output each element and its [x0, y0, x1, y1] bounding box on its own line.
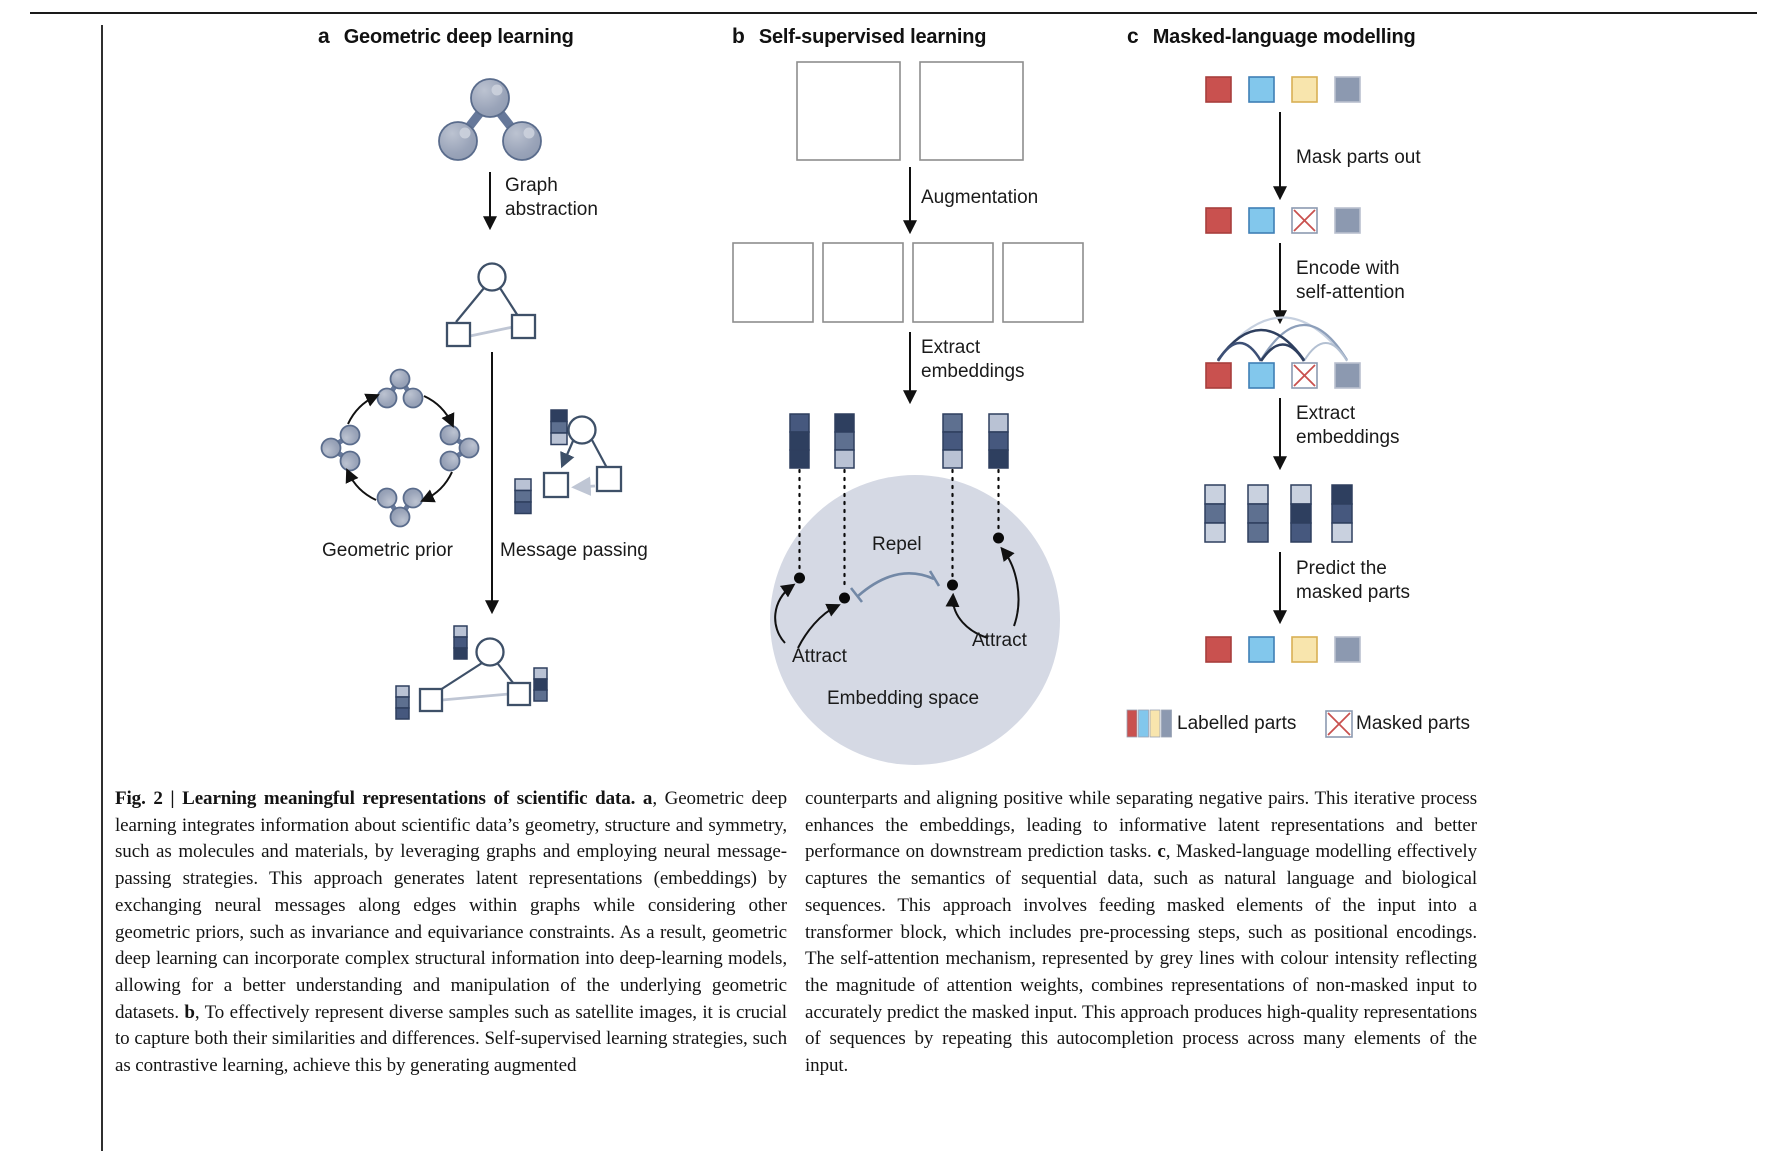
legend-labelled-parts: Labelled parts	[1177, 713, 1297, 734]
message-passing-graph	[514, 409, 623, 515]
repel-arc	[849, 570, 941, 603]
caption-fig-label: Fig. 2 | Learning meaningful representat…	[115, 788, 643, 809]
embedding-bar	[514, 478, 532, 515]
embedding-points	[794, 532, 1004, 604]
abstract-graph	[445, 262, 537, 348]
embedding-bar	[453, 625, 468, 660]
caption-c-marker: c	[1157, 841, 1166, 863]
embedding-bar	[1290, 484, 1312, 543]
label-encode-self-attention: Encode with self-attention	[1296, 258, 1405, 303]
embedding-bar	[1247, 484, 1269, 543]
panel-c-title-text: Masked-language modelling	[1152, 26, 1416, 48]
embedding-bar	[395, 685, 410, 720]
panel-b-tag: b	[732, 25, 745, 48]
label-predict-masked-parts: Predict the masked parts	[1296, 558, 1411, 603]
label-repel: Repel	[872, 534, 922, 555]
embedding-bar	[550, 409, 568, 446]
self-attention-arcs	[1216, 316, 1348, 362]
embedding-bar	[988, 413, 1009, 469]
caption-b-marker: b	[184, 1001, 195, 1023]
label-extract-embeddings-c: Extract embeddings	[1296, 403, 1400, 448]
caption-b-continued: counterparts and aligning positive while…	[805, 788, 1477, 863]
augmented-image-1	[732, 242, 814, 323]
panel-a-title-text: Geometric deep learning	[343, 26, 574, 48]
augmented-image-2	[822, 242, 904, 323]
augmented-image-3	[912, 242, 994, 323]
token-row-attention	[1205, 362, 1361, 389]
label-graph-abstraction: Graph abstraction	[505, 175, 598, 220]
panel-a-tag: a	[318, 25, 330, 48]
margin-rule	[101, 25, 103, 1151]
label-embedding-space: Embedding space	[827, 688, 980, 709]
attract-arrows-right	[945, 546, 1020, 639]
caption-b-text: , To effectively represent diverse sampl…	[115, 1001, 787, 1077]
top-rule	[30, 12, 1757, 15]
augmented-image-4	[1002, 242, 1084, 323]
label-mask-parts-out: Mask parts out	[1296, 147, 1421, 168]
labelled-parts-icon	[1126, 709, 1172, 738]
label-attract-left: Attract	[792, 646, 847, 667]
attract-arrows-left	[774, 583, 841, 649]
label-attract-right: Attract	[972, 630, 1027, 651]
satellite-image-europe	[796, 61, 901, 161]
embedding-bar	[789, 413, 810, 469]
label-geometric-prior: Geometric prior	[322, 540, 453, 561]
embedding-bar	[942, 413, 963, 469]
geometric-prior-cycle	[322, 370, 479, 527]
embedded-graph	[395, 625, 548, 720]
panel-b-title: b Self-supervised learning	[732, 25, 987, 49]
molecule-icon	[438, 78, 542, 161]
token-row-masked	[1205, 207, 1361, 234]
embedding-space-circle	[770, 475, 1060, 765]
masked-token	[1291, 207, 1318, 234]
caption-a-marker: a	[642, 788, 653, 809]
embedding-bar	[1204, 484, 1226, 543]
embedding-bar	[834, 413, 855, 469]
label-extract-embeddings-b: Extract embeddings	[921, 337, 1025, 382]
label-message-passing: Message passing	[500, 540, 648, 561]
legend-masked-parts: Masked parts	[1356, 713, 1471, 734]
masked-parts-icon	[1325, 710, 1353, 738]
embedding-bar	[533, 667, 548, 702]
figure-graphics	[0, 61, 1361, 765]
panel-b-title-text: Self-supervised learning	[758, 26, 987, 48]
caption-c-text: , Masked-language modelling effectively …	[805, 841, 1477, 1077]
masked-token	[1291, 362, 1318, 389]
panel-a-title: a Geometric deep learning	[318, 25, 574, 49]
label-augmentation: Augmentation	[921, 187, 1039, 208]
projection-dashed-lines	[798, 468, 1000, 592]
token-row-predicted	[1205, 636, 1361, 663]
caption-right-column: counterparts and aligning positive while…	[805, 786, 1477, 1080]
panel-c-title: c Masked-language modelling	[1127, 25, 1416, 49]
panel-c-tag: c	[1127, 25, 1139, 48]
embedding-bar	[1331, 484, 1353, 543]
caption-a-text: , Geometric deep learning integrates inf…	[115, 788, 787, 1023]
token-row-input	[1205, 76, 1361, 103]
caption-left-column: Fig. 2 | Learning meaningful representat…	[115, 786, 787, 1080]
satellite-image-australia	[919, 61, 1024, 161]
